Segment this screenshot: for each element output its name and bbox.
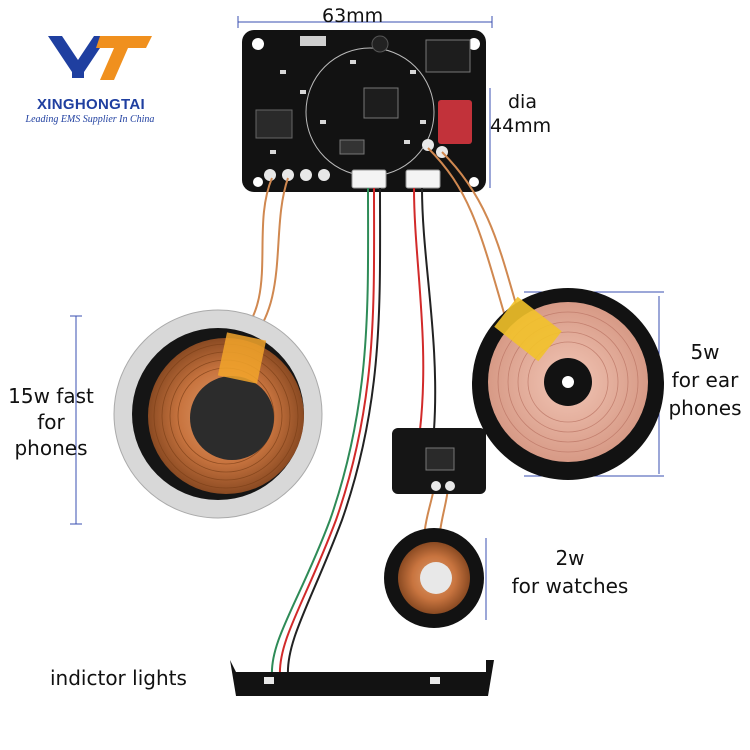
coil-2w xyxy=(384,528,484,628)
coil-15w-label-line1: 15w fast xyxy=(8,384,94,408)
indicator-board xyxy=(230,660,494,696)
wires xyxy=(270,187,437,677)
coil-5w-label-line3: phones xyxy=(668,396,742,420)
coil-5w-label-line2: for ear xyxy=(671,368,739,392)
coil-15w-label-line3: phones xyxy=(14,436,88,460)
coil-2w-label-line1: 2w xyxy=(555,546,585,570)
width-dimension-label: 63mm xyxy=(322,5,384,27)
coil-2w-label-line2: for watches xyxy=(511,574,629,598)
small-pcb xyxy=(392,428,486,494)
coil-15w-label-line2: for xyxy=(37,410,65,434)
brand-name: XINGHONGTAI xyxy=(36,96,146,113)
coil-15w xyxy=(113,309,323,519)
brand-tagline: Leading EMS Supplier In China xyxy=(25,114,155,125)
diameter-label-line2: 44mm xyxy=(490,115,552,137)
coil-5w xyxy=(472,288,664,480)
main-pcb xyxy=(242,30,486,192)
indicator-lights-label: indictor lights xyxy=(50,666,187,690)
brand-logo-mark xyxy=(48,36,152,80)
coil-5w-label-line1: 5w xyxy=(690,340,720,364)
diameter-label-line1: dia xyxy=(508,91,537,113)
